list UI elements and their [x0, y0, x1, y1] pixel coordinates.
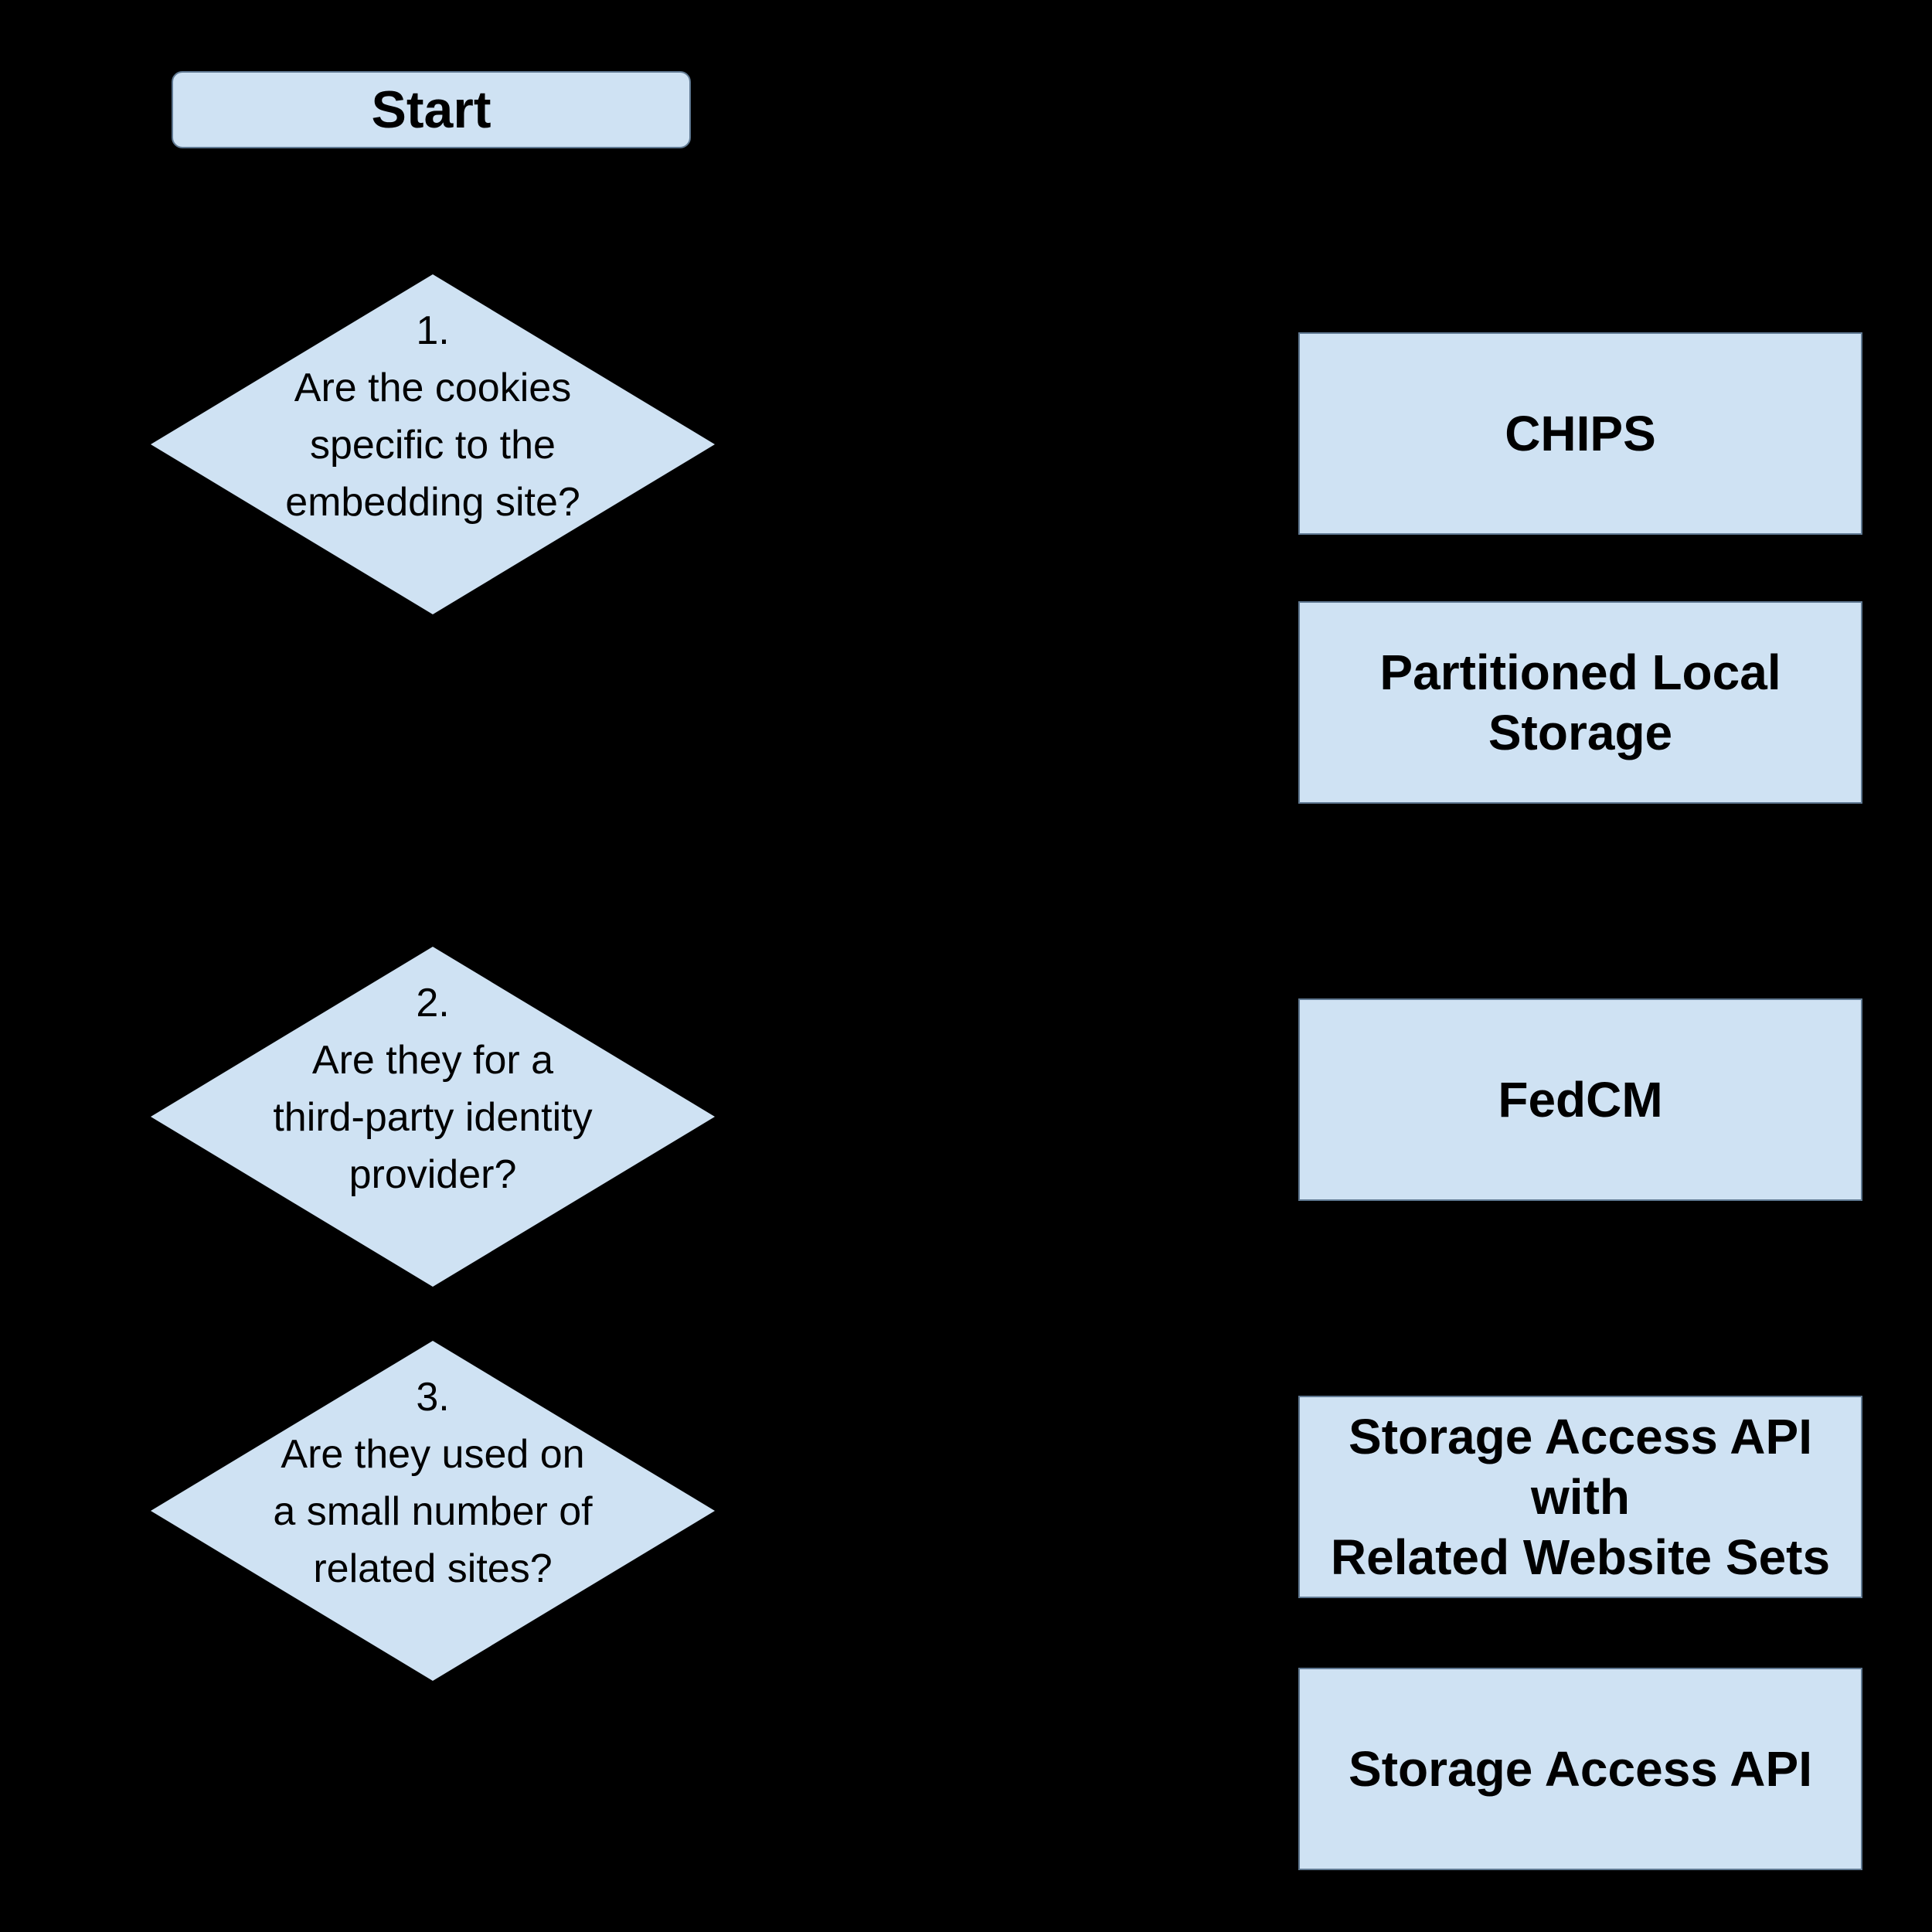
- decision-2-line-2: third-party identity: [273, 1095, 593, 1140]
- decision-2-line-3: provider?: [349, 1152, 517, 1197]
- decision-1-line-3: embedding site?: [285, 480, 580, 525]
- outcome-node-storage-access-api: Storage Access API: [1298, 1668, 1862, 1870]
- decision-3-number: 3.: [416, 1375, 450, 1420]
- decision-1-number: 1.: [416, 308, 450, 353]
- decision-1-line-2: specific to the: [310, 423, 556, 468]
- decision-2-number: 2.: [416, 981, 450, 1026]
- outcome-node-fedcm: FedCM: [1298, 998, 1862, 1201]
- decision-3-line-1: Are they used on: [281, 1432, 585, 1477]
- outcome-chips-label: CHIPS: [1505, 406, 1656, 461]
- outcome-fedcm-label: FedCM: [1498, 1072, 1663, 1128]
- start-node-label: Start: [371, 80, 492, 139]
- decision-node-3: 3. Are they used on a small number of re…: [151, 1341, 715, 1681]
- start-node: Start: [172, 71, 691, 148]
- outcome-saa-rws-line-1: Storage Access API: [1349, 1409, 1812, 1464]
- outcome-node-partitioned-local-storage: Partitioned Local Storage: [1298, 601, 1862, 804]
- outcome-pls-line-1: Partitioned Local: [1379, 645, 1781, 700]
- decision-3-line-2: a small number of: [273, 1489, 593, 1534]
- decision-node-1: 1. Are the cookies specific to the embed…: [151, 274, 715, 614]
- decision-3-line-3: related sites?: [313, 1546, 553, 1591]
- outcome-node-storage-access-api-with-rws: Storage Access API with Related Website …: [1298, 1396, 1862, 1598]
- decision-1-line-1: Are the cookies: [294, 366, 572, 410]
- outcome-saa-rws-line-3: Related Website Sets: [1330, 1529, 1831, 1585]
- outcome-node-chips: CHIPS: [1298, 332, 1862, 535]
- outcome-saa-rws-line-2: with: [1531, 1469, 1630, 1525]
- decision-node-2: 2. Are they for a third-party identity p…: [151, 947, 715, 1287]
- decision-2-line-1: Are they for a: [311, 1038, 554, 1083]
- outcome-saa-label: Storage Access API: [1349, 1741, 1812, 1797]
- outcome-pls-line-2: Storage: [1488, 705, 1673, 760]
